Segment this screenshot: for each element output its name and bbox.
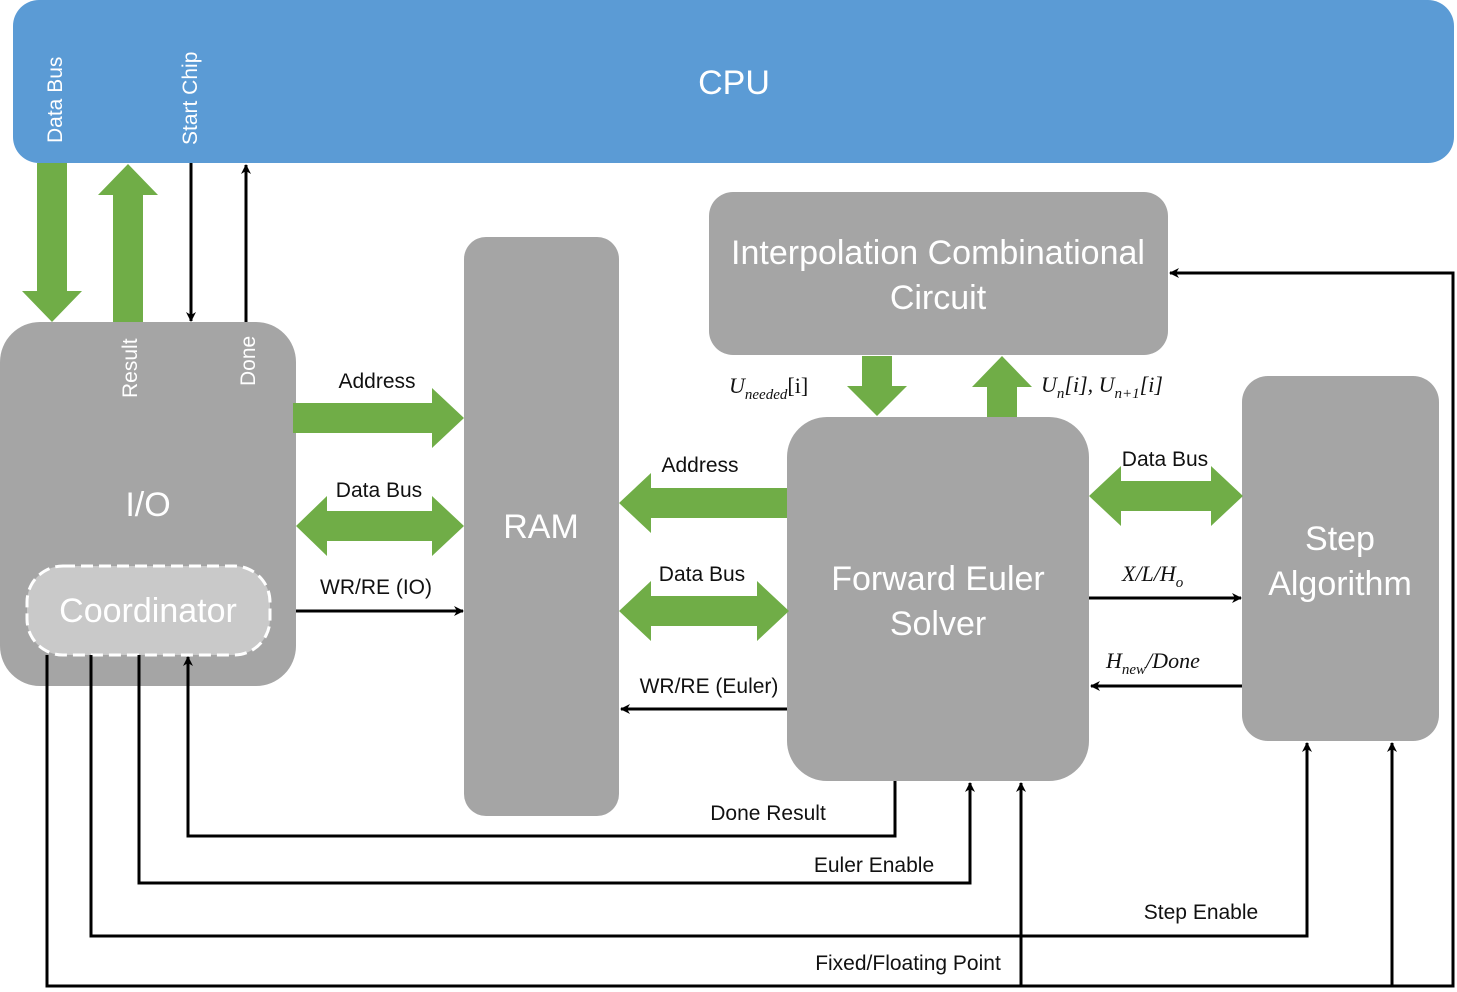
euler-ram-address-label: Address xyxy=(661,454,738,477)
interpolation-block: Interpolation Combinational Circuit xyxy=(709,192,1168,355)
fixed-floating-label: Fixed/Floating Point xyxy=(815,952,1001,975)
coordinator-block: Coordinator xyxy=(25,564,272,657)
step-block: Step Algorithm xyxy=(1242,376,1439,741)
euler-ram-wrre-label: WR/RE (Euler) xyxy=(640,675,779,698)
io-done-port: Done xyxy=(237,336,260,386)
euler-step-databus-label: Data Bus xyxy=(1122,448,1208,471)
step-enable-line xyxy=(89,655,1312,938)
ram-block: RAM xyxy=(464,237,619,816)
coordinator-title: Coordinator xyxy=(59,592,237,630)
euler-title-line1: Forward Euler xyxy=(831,560,1045,598)
euler-ram-databus-label: Data Bus xyxy=(659,563,745,586)
step-title-line1: Step xyxy=(1305,520,1375,558)
io-title: I/O xyxy=(125,486,170,524)
interpolation-title-line2: Circuit xyxy=(890,279,987,317)
u-n-label: Un[i], Un+1[i] xyxy=(1041,372,1163,402)
hnew-done-label: Hnew/Done xyxy=(1105,648,1200,678)
cpu-data-bus-port: Data Bus xyxy=(44,57,67,143)
euler-ram-databus-arrow xyxy=(619,581,789,641)
io-ram-wrre-label: WR/RE (IO) xyxy=(320,576,432,599)
io-ram-databus-label: Data Bus xyxy=(336,479,422,502)
done-result-line xyxy=(183,656,897,838)
ram-title: RAM xyxy=(503,508,579,546)
done-result-label: Done Result xyxy=(710,802,826,825)
step-enable-label: Step Enable xyxy=(1144,901,1258,924)
xlh-label: X/L/Ho xyxy=(1121,561,1184,591)
euler-ram-address-arrow xyxy=(619,473,787,533)
io-ram-databus-arrow xyxy=(296,496,464,556)
io-to-cpu-result-arrow xyxy=(98,164,158,322)
euler-block: Forward Euler Solver xyxy=(787,417,1089,781)
interp-to-euler-arrow xyxy=(847,356,907,416)
cpu-block: CPU Data Bus Start Chip xyxy=(13,0,1454,163)
io-ram-address-label: Address xyxy=(338,370,415,393)
euler-enable-label: Euler Enable xyxy=(814,854,934,877)
euler-enable-line xyxy=(137,655,975,885)
euler-to-interp-arrow xyxy=(972,356,1032,417)
u-needed-label: Uneeded[i] xyxy=(729,373,808,403)
interpolation-title-line1: Interpolation Combinational xyxy=(731,234,1145,272)
io-ram-address-arrow xyxy=(293,388,464,448)
cpu-start-chip-port: Start Chip xyxy=(179,52,202,145)
cpu-title: CPU xyxy=(698,64,770,102)
cpu-to-io-data-bus-arrow xyxy=(22,163,82,322)
fixed-floating-line xyxy=(45,268,1455,988)
euler-step-databus-arrow xyxy=(1089,466,1243,526)
io-result-port: Result xyxy=(119,338,142,398)
euler-title-line2: Solver xyxy=(890,605,986,643)
step-title-line2: Algorithm xyxy=(1268,565,1412,603)
